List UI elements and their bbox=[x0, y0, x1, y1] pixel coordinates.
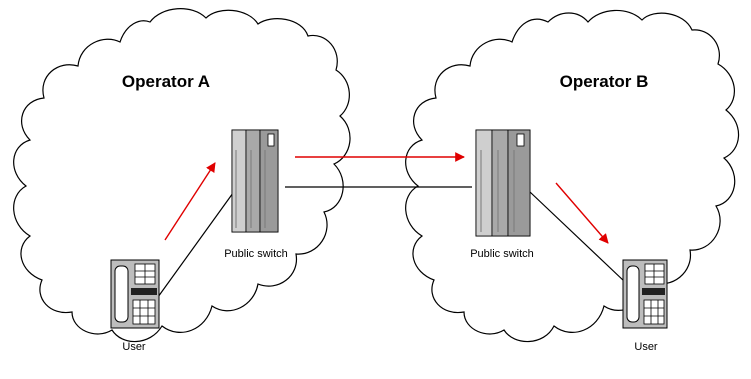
switch-a-label: Public switch bbox=[224, 248, 288, 260]
operator-b-title: Operator B bbox=[560, 72, 649, 91]
user-b-label: User bbox=[634, 341, 658, 353]
user-a-label: User bbox=[122, 341, 146, 353]
operator-a-title: Operator A bbox=[122, 72, 210, 91]
cloud-icon bbox=[13, 8, 351, 343]
access-line-a bbox=[157, 192, 234, 298]
server-rack-icon bbox=[231, 129, 279, 233]
server-rack-icon bbox=[475, 129, 531, 237]
telephone-icon bbox=[110, 259, 160, 329]
cloud-icon bbox=[405, 9, 740, 343]
arrow-icon bbox=[555, 182, 609, 244]
access-line-b bbox=[529, 191, 626, 283]
switch-b-label: Public switch bbox=[470, 248, 534, 260]
arrow-icon bbox=[164, 162, 216, 241]
telephone-icon bbox=[622, 259, 668, 329]
